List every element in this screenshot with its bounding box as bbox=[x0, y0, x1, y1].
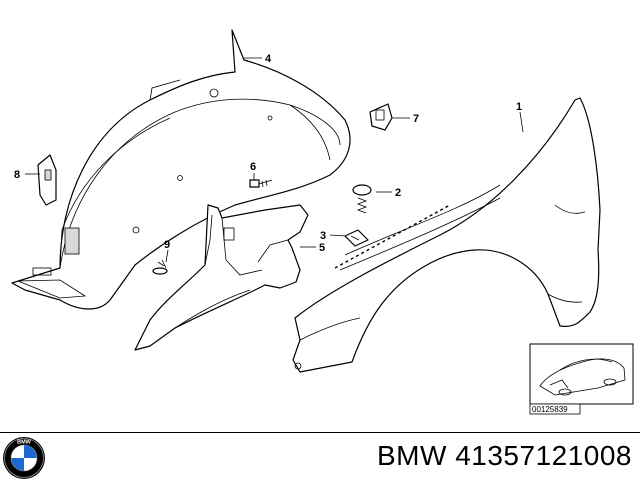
splash-shield bbox=[134, 204, 309, 351]
part-number-label: BMW 41357121008 bbox=[377, 440, 632, 472]
brand-name: BMW bbox=[376, 440, 447, 471]
part-number: 41357121008 bbox=[455, 440, 632, 471]
callout-3: 3 bbox=[320, 230, 326, 242]
reference-thumbnail: 00125839 bbox=[529, 343, 634, 415]
callout-6: 6 bbox=[250, 161, 256, 173]
clip-nut bbox=[344, 229, 369, 247]
callout-8: 8 bbox=[14, 169, 20, 181]
callout-7: 7 bbox=[413, 113, 419, 125]
wheel-arch-liner bbox=[11, 29, 351, 310]
bracket-clip bbox=[37, 154, 57, 206]
screw bbox=[249, 179, 273, 188]
callout-5: 5 bbox=[319, 242, 325, 254]
footer-divider bbox=[0, 432, 640, 433]
reference-code: 00125839 bbox=[532, 405, 568, 414]
expanding-clip bbox=[369, 103, 393, 131]
leader-lines bbox=[25, 57, 524, 263]
callout-9: 9 bbox=[164, 239, 170, 251]
washer-spring bbox=[352, 184, 372, 214]
parts-diagram: 1 2 3 4 5 6 7 8 9 00125839 bbox=[11, 29, 634, 415]
callout-2: 2 bbox=[395, 187, 401, 199]
callout-4: 4 bbox=[265, 53, 272, 65]
front-fender bbox=[292, 97, 601, 373]
push-rivet bbox=[152, 259, 168, 275]
logo-text: BMW bbox=[17, 440, 32, 446]
callout-1: 1 bbox=[516, 101, 522, 113]
bmw-logo-icon: BMW bbox=[3, 437, 45, 479]
fender-seal-strip bbox=[334, 204, 451, 269]
